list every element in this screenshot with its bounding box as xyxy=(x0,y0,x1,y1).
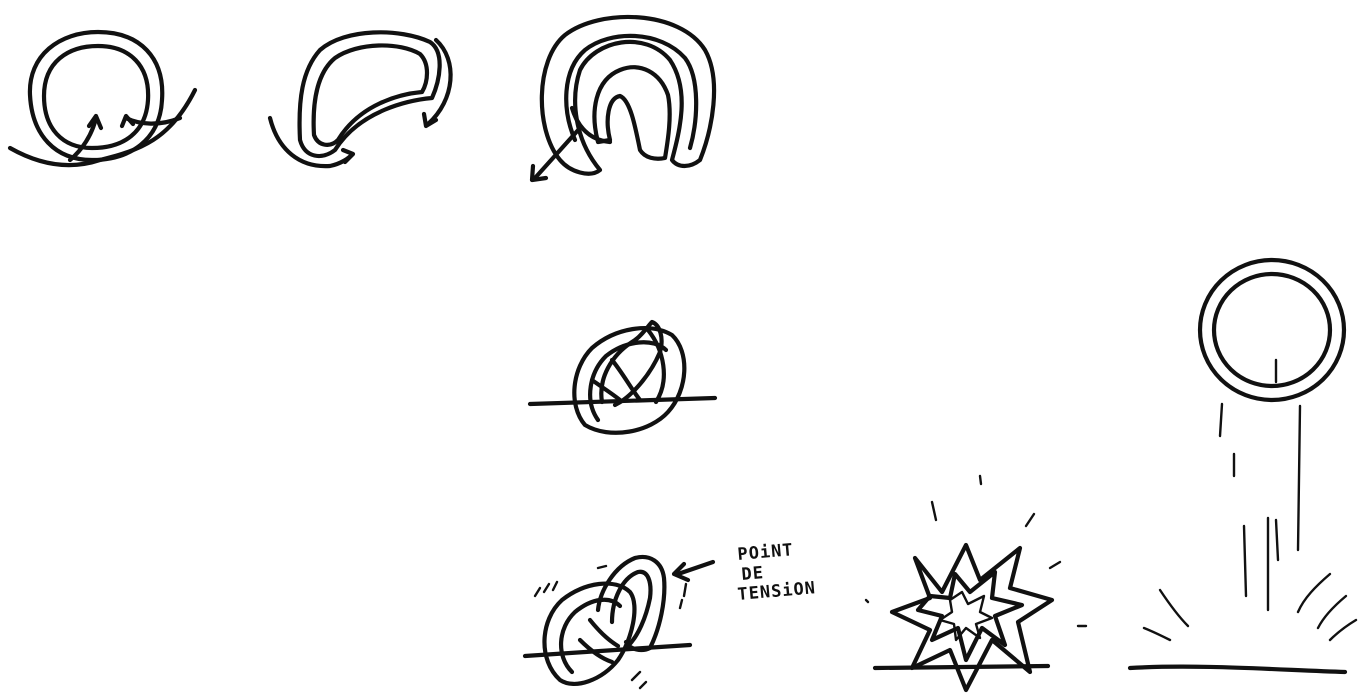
step-6-burst xyxy=(866,476,1086,690)
step-4-knot-on-line xyxy=(530,322,715,433)
step-7-released-ring xyxy=(1130,260,1356,672)
step-1-loop xyxy=(10,32,195,165)
tension-label-line-1: POiNT xyxy=(737,540,795,565)
step-2-bent-loop xyxy=(270,32,451,166)
step-5-tension-knot xyxy=(525,557,713,688)
step-3-folded-loop xyxy=(532,17,714,180)
tension-label: POiNT DE TENSiON xyxy=(737,540,817,605)
tension-label-line-2: DE xyxy=(741,563,765,585)
